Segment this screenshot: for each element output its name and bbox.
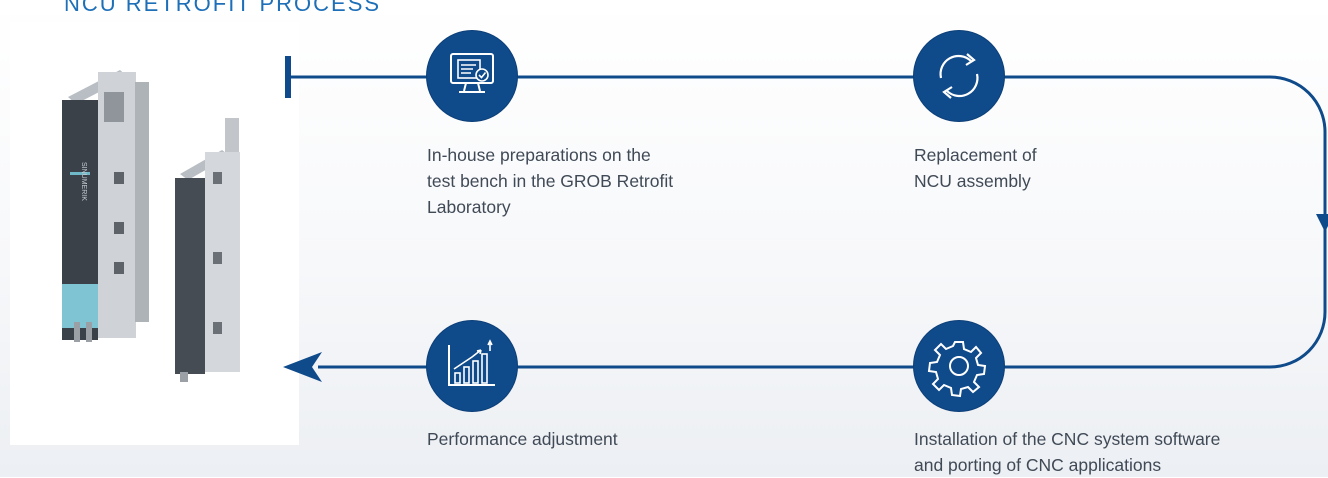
step-2-text: Replacement of NCU assembly xyxy=(914,145,1037,191)
flow-mid-arrow-icon xyxy=(1316,214,1328,232)
monitor-checklist-icon xyxy=(450,53,494,93)
ncu-module-small xyxy=(175,118,240,382)
growth-chart-icon xyxy=(448,339,495,386)
ncu-modules-photo: SINUMERIK xyxy=(10,22,299,445)
step-4-text: Performance adjustment xyxy=(427,429,618,449)
ncu-module-large: SINUMERIK xyxy=(62,70,149,342)
step-4-icon-circle xyxy=(427,321,517,411)
gear-icon xyxy=(927,341,987,398)
flow-end-arrow-icon xyxy=(283,352,322,382)
refresh-arrows-icon xyxy=(939,53,979,99)
step-2-icon-circle xyxy=(914,31,1004,121)
step-3-icon-circle xyxy=(914,321,1004,411)
step-3-text: Installation of the CNC system software … xyxy=(914,429,1221,475)
page-title: NCU RETROFIT PROCESS xyxy=(64,0,382,16)
step-1-text: In-house preparations on the test bench … xyxy=(427,145,674,217)
step-1-icon-circle xyxy=(427,31,517,121)
product-label: SINUMERIK xyxy=(80,162,87,201)
